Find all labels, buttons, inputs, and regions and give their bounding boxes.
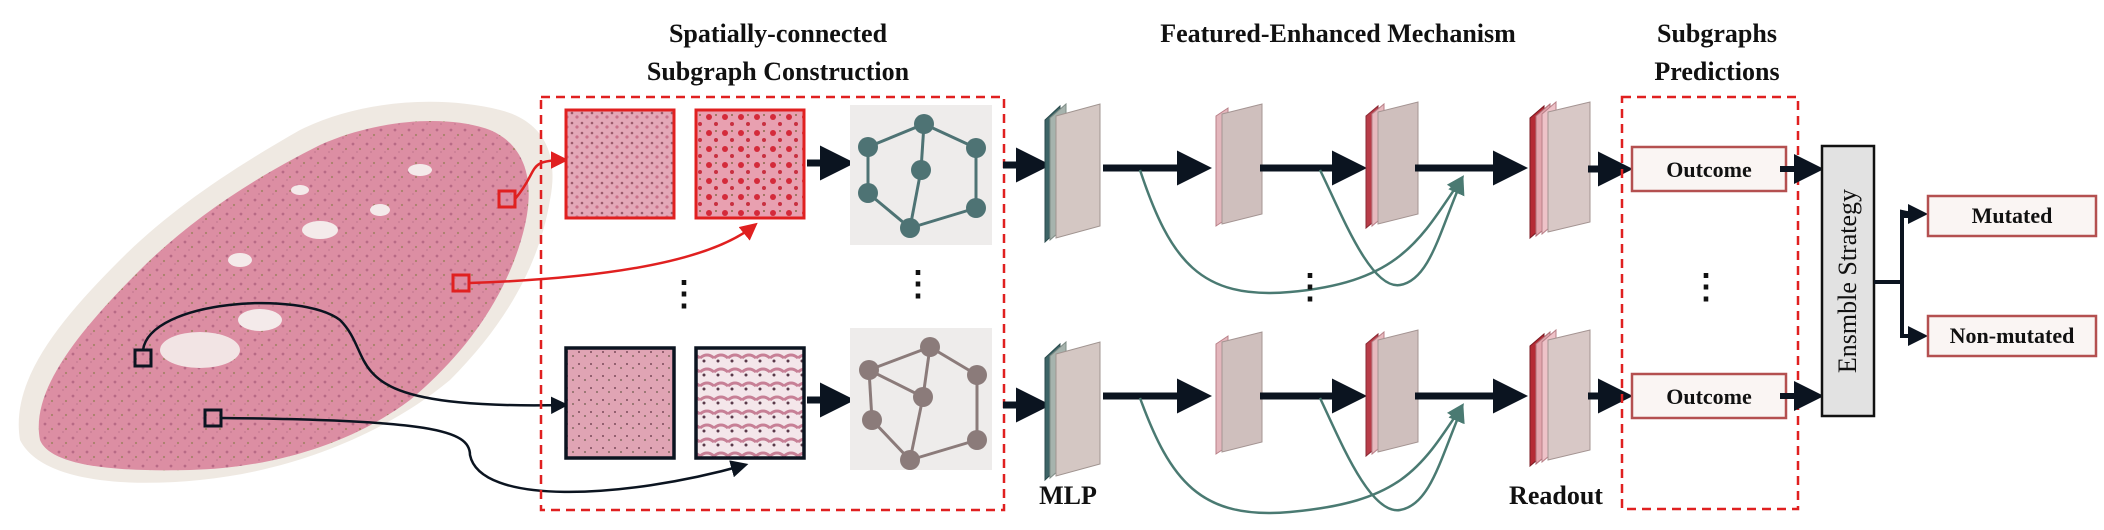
- layer1-top: [1215, 103, 1263, 227]
- patch-ellipsis: ⋮: [667, 276, 701, 313]
- non-mutated-label: Non-mutated: [1950, 323, 2075, 348]
- mlp-stack-top: [1044, 102, 1101, 244]
- non-mutated-box: [1926, 314, 2098, 358]
- tissue-slide-image: [18, 101, 553, 483]
- skip-connection-bottom-2: [1318, 397, 1465, 512]
- pointer-dark-top: [141, 301, 569, 415]
- predictions-box: [1620, 95, 1800, 511]
- skip-connection-bottom-1: [1138, 397, 1464, 515]
- mlp-stack-bottom: [1044, 340, 1101, 482]
- patch-top-1: [564, 108, 676, 220]
- skip-connection-top-1: [1138, 169, 1464, 295]
- outcome-label-bottom: Outcome: [1666, 384, 1752, 409]
- subgraph-heading-line2: Subgraph Construction: [647, 57, 910, 86]
- layer2-top: [1365, 101, 1419, 230]
- readout-stack-bottom: [1529, 328, 1591, 468]
- mutated-label: Mutated: [1972, 203, 2053, 228]
- outcome-box-top: [1630, 145, 1788, 193]
- ensemble-strategy-label: Ensmble Strategy: [1833, 189, 1862, 373]
- ensemble-strategy-box: [1820, 144, 1876, 418]
- outcome-ellipsis: ⋮: [1689, 269, 1723, 306]
- pointer-dark-bottom: [220, 416, 749, 494]
- skip-connection-top-2: [1318, 169, 1465, 287]
- predictions-heading-line1: Subgraphs: [1657, 19, 1777, 48]
- readout-label: Readout: [1509, 481, 1603, 510]
- patch-top-2: [694, 108, 806, 220]
- result-branch-connector: [1874, 214, 1918, 338]
- layer2-bottom: [1365, 329, 1419, 458]
- subgraph-top: [850, 105, 992, 245]
- feature-ellipsis: ⋮: [1293, 269, 1327, 306]
- feature-heading: Featured-Enhanced Mechanism: [1160, 19, 1516, 48]
- layer1-bottom: [1215, 331, 1263, 455]
- pointer-red-top: [514, 151, 569, 200]
- subgraph-bottom: [850, 328, 992, 470]
- predictions-heading-line2: Predictions: [1654, 57, 1779, 86]
- subgraph-heading-line1: Spatially-connected: [669, 19, 888, 48]
- patch-bottom-1: [564, 346, 676, 460]
- outcome-label-top: Outcome: [1666, 157, 1752, 182]
- readout-stack-top: [1529, 100, 1591, 240]
- pointer-red-bottom: [468, 222, 758, 285]
- outcome-box-bottom: [1630, 372, 1788, 420]
- arrow-branch-to-mutated: [1900, 203, 1928, 224]
- subgraph-construction-box: [539, 95, 1006, 512]
- mutated-box: [1926, 194, 2098, 238]
- graph-ellipsis: ⋮: [901, 266, 935, 303]
- mlp-label: MLP: [1039, 481, 1097, 510]
- patch-bottom-2: [694, 346, 806, 460]
